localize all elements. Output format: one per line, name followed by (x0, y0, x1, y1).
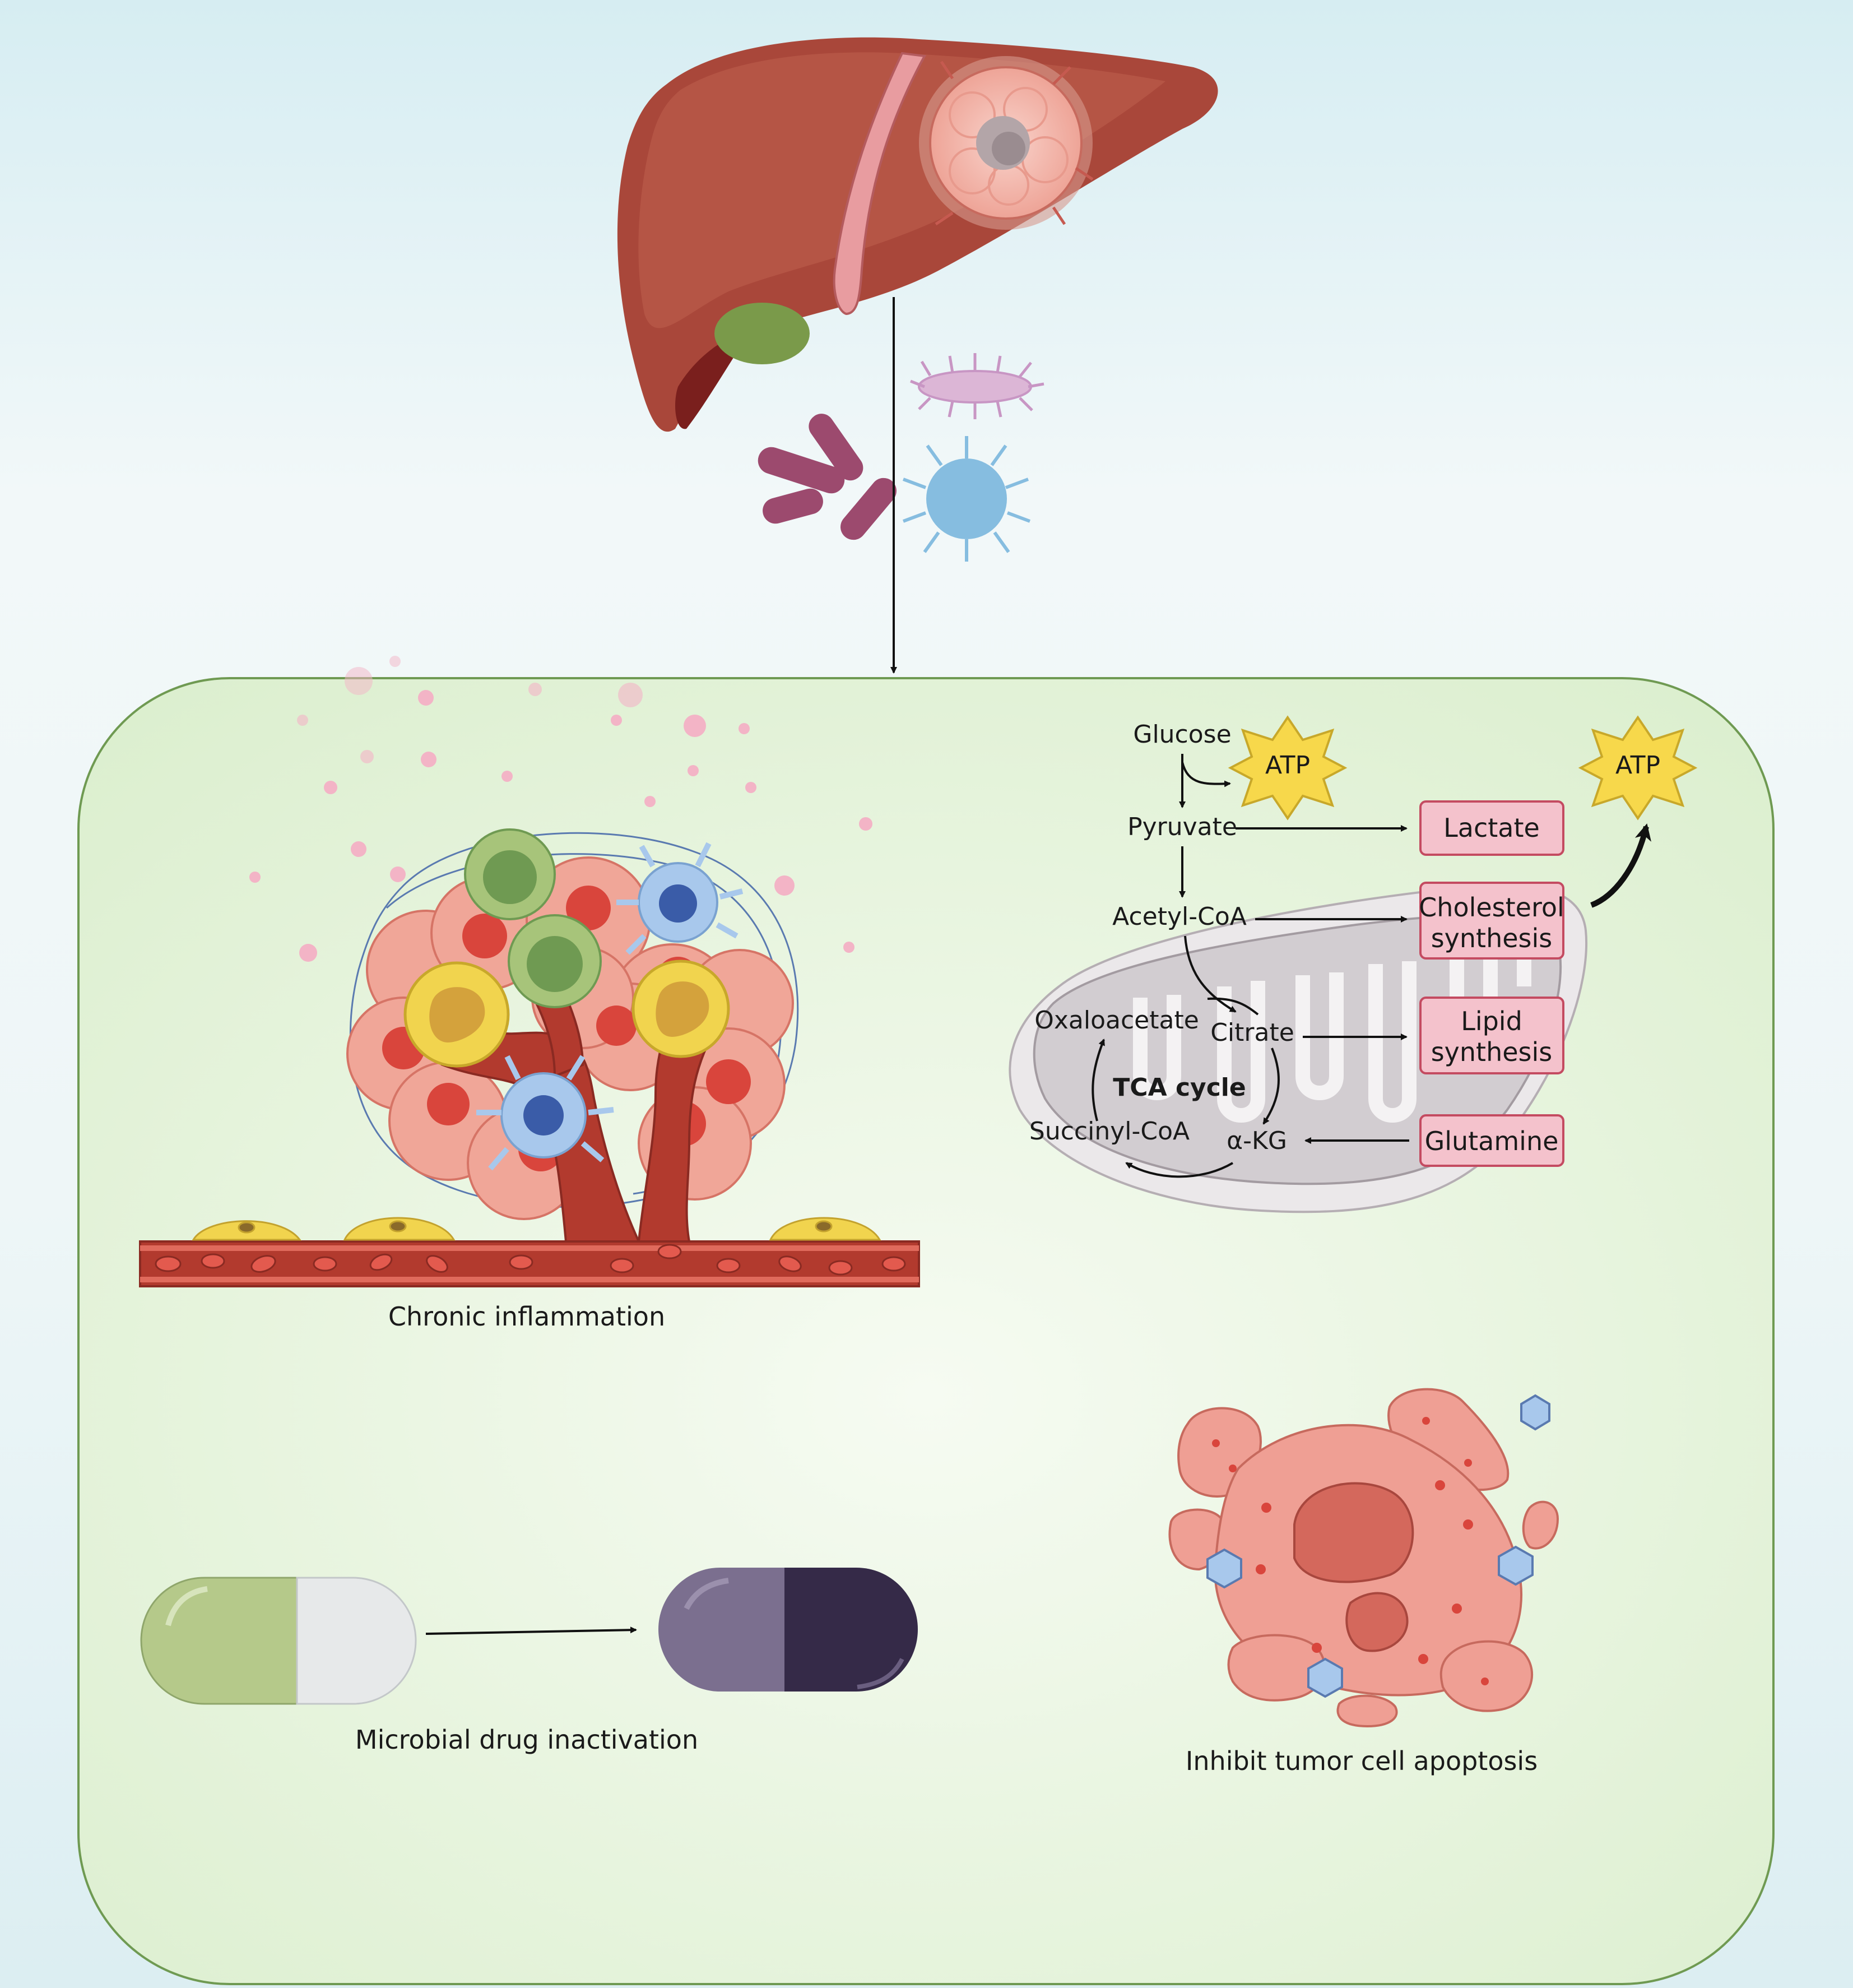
protozoa-icon (910, 353, 1044, 419)
cholesterol-synthesis-box: Cholesterol synthesis (1419, 882, 1564, 960)
lipid-label-line1: Lipid (1461, 1006, 1522, 1036)
tca-cycle-label: TCA cycle (1113, 1073, 1246, 1102)
glutamine-label: Glutamine (1425, 1126, 1559, 1156)
metabolite-pyruvate: Pyruvate (1127, 813, 1237, 841)
drug-molecule-icon (1206, 1394, 1550, 1698)
lactate-label: Lactate (1443, 813, 1540, 843)
bacterium-rod-icon (758, 414, 897, 540)
capsule-icon-active (140, 1577, 417, 1705)
lactate-box: Lactate (1419, 800, 1564, 856)
atp-label-small: ATP (1265, 751, 1310, 780)
arrow-to-atp (1590, 823, 1651, 908)
metabolite-akg: α-KG (1227, 1127, 1287, 1155)
atp-star-icon (1228, 715, 1698, 821)
caption-inflammation: Chronic inflammation (388, 1301, 665, 1332)
gallbladder-icon (714, 303, 810, 364)
caption-drug-inactivation: Microbial drug inactivation (355, 1725, 698, 1755)
glutamine-box: Glutamine (1419, 1114, 1564, 1167)
metabolite-glucose: Glucose (1133, 720, 1231, 749)
blood-vessel-icon (139, 1240, 920, 1287)
atp-label-large: ATP (1615, 751, 1660, 780)
cytokine-dots (249, 656, 872, 962)
lipid-label-line2: synthesis (1431, 1037, 1553, 1067)
pathway-arrows (1092, 754, 1409, 1178)
capsule-icon-inactivated (658, 1568, 918, 1692)
metabolite-oxaloacetate: Oxaloacetate (1034, 1006, 1199, 1035)
endothelial-cells (192, 1217, 881, 1241)
mechanism-panel (77, 677, 1775, 1985)
metabolite-acetyl-coa: Acetyl-CoA (1112, 902, 1247, 931)
liver-tumor-icon (919, 56, 1094, 230)
arrow-drug-inactivation (425, 1626, 637, 1635)
cholesterol-label-line1: Cholesterol (1419, 892, 1564, 923)
fungus-icon (902, 436, 1031, 562)
metabolite-citrate: Citrate (1210, 1018, 1294, 1047)
caption-apoptosis: Inhibit tumor cell apoptosis (1186, 1746, 1538, 1776)
apoptotic-cell-icon (1168, 1388, 1559, 1728)
cholesterol-label-line2: synthesis (1431, 923, 1553, 953)
metabolite-succinyl-coa: Succinyl-CoA (1029, 1117, 1190, 1146)
immune-cells (403, 828, 744, 1171)
lipid-synthesis-box: Lipid synthesis (1419, 997, 1564, 1074)
